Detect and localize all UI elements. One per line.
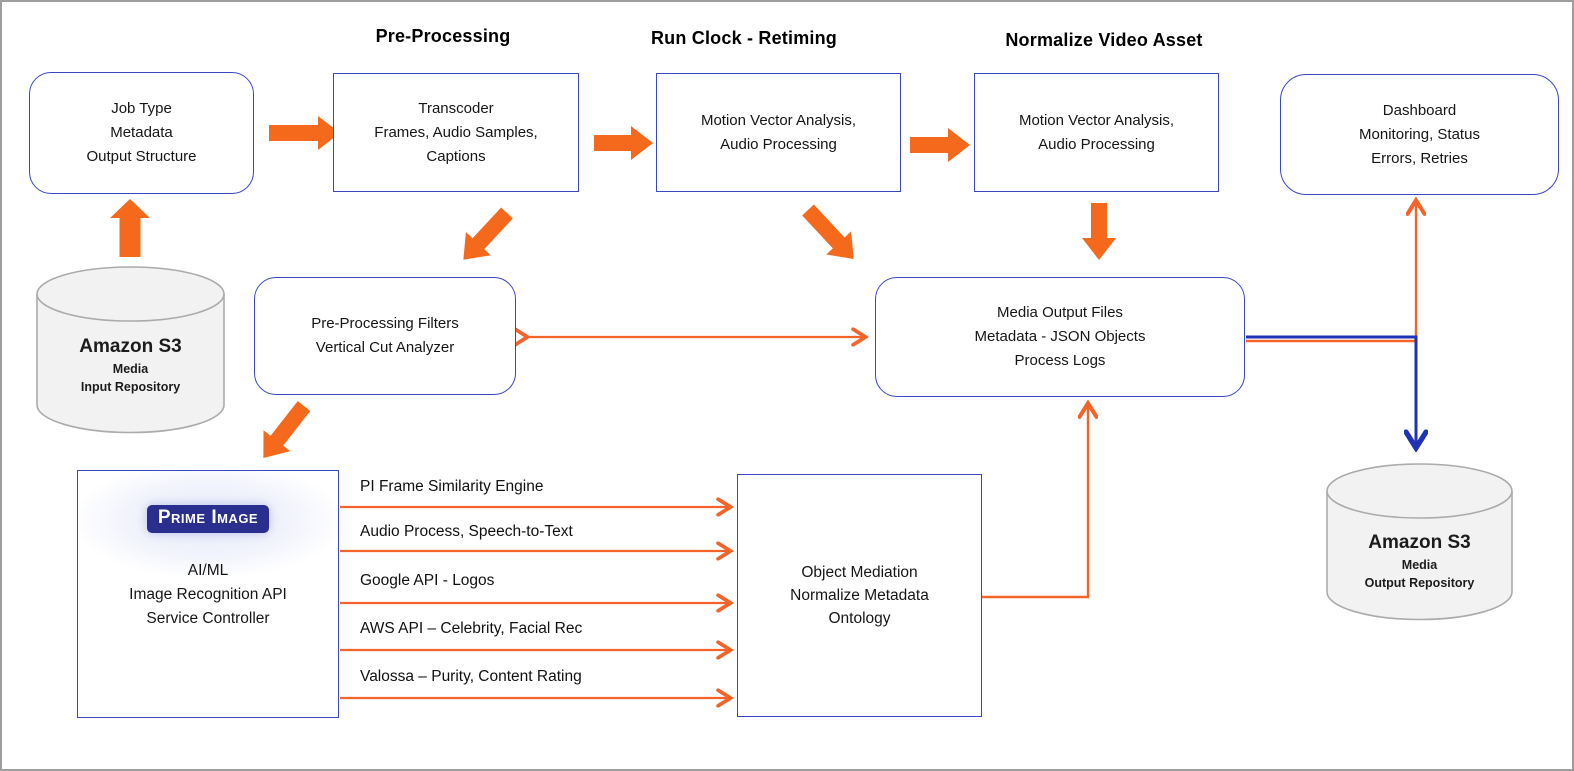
- node-line: Transcoder: [418, 99, 494, 117]
- service-label-valossa: Valossa – Purity, Content Rating: [360, 668, 582, 685]
- header-run-clock-retiming: Run Clock - Retiming: [650, 28, 837, 48]
- arrow-motion-to-mediaoutput: [802, 204, 854, 260]
- service-label-frame-similarity: PI Frame Similarity Engine: [360, 478, 544, 495]
- cylinder-s3-input: Amazon S3 Media Input Repository: [37, 334, 224, 396]
- node-line: Captions: [426, 147, 486, 165]
- node-line: Image Recognition API: [129, 586, 287, 603]
- node-prime-image-controller: Prime Image AI/ML Image Recognition API …: [77, 470, 339, 718]
- node-line: AI/ML: [187, 562, 229, 579]
- arrow-normalize-to-mediaoutput: [1082, 203, 1116, 260]
- prime-image-logo: Prime Image: [146, 505, 270, 533]
- arrow-motion-to-normalize: [910, 128, 970, 162]
- node-line: Normalize Metadata: [790, 587, 929, 604]
- service-label-audio-process: Audio Process, Speech-to-Text: [360, 523, 573, 540]
- s3-input-cylinder-shape: [36, 266, 225, 434]
- node-line: Object Mediation: [801, 564, 918, 581]
- node-line: Ontology: [828, 610, 891, 627]
- cylinder-s3-output: Amazon S3 Media Output Repository: [1327, 530, 1512, 592]
- node-line: Dashboard: [1382, 101, 1457, 119]
- node-line: Media Output Files: [997, 304, 1123, 321]
- node-line: Motion Vector Analysis,: [1018, 111, 1175, 129]
- node-line: Metadata - JSON Objects: [974, 328, 1146, 345]
- node-preprocessing-filters: Pre-Processing Filters Vertical Cut Anal…: [254, 277, 516, 395]
- node-line: Job Type: [111, 100, 172, 117]
- node-motion-vector-normalize: Motion Vector Analysis, Audio Processing: [974, 73, 1219, 192]
- node-job-type: Job Type Metadata Output Structure: [29, 72, 254, 194]
- s3-input-line: Media: [112, 362, 149, 376]
- node-dashboard: Dashboard Monitoring, Status Errors, Ret…: [1280, 74, 1559, 195]
- s3-input-title: Amazon S3: [79, 336, 182, 357]
- connector-mediaoutput-to-dashboard: [1246, 202, 1416, 343]
- node-transcoder: Transcoder Frames, Audio Samples, Captio…: [333, 73, 579, 192]
- node-line: Pre-Processing Filters: [311, 315, 459, 332]
- node-line: Frames, Audio Samples,: [374, 123, 538, 141]
- arrow-preproc-to-primeimage: [263, 401, 311, 459]
- s3-output-cylinder-shape: [1326, 463, 1513, 621]
- header-pre-processing: Pre-Processing: [375, 26, 511, 46]
- service-label-aws-api: AWS API – Celebrity, Facial Rec: [360, 620, 583, 637]
- arrow-transcoder-to-motion: [594, 126, 653, 160]
- s3-input-line: Input Repository: [80, 380, 181, 394]
- arrow-transcoder-to-preproc: [463, 207, 513, 260]
- arrow-jobtype-to-transcoder: [269, 116, 340, 150]
- node-line: Process Logs: [1014, 352, 1106, 369]
- node-line: Audio Processing: [720, 135, 837, 153]
- node-line: Motion Vector Analysis,: [700, 111, 857, 129]
- node-line: Monitoring, Status: [1359, 125, 1480, 143]
- header-normalize-video-asset: Normalize Video Asset: [1005, 30, 1203, 50]
- node-line: Errors, Retries: [1371, 149, 1468, 167]
- s3-output-line: Media: [1401, 558, 1438, 572]
- node-motion-vector-retiming: Motion Vector Analysis, Audio Processing: [656, 73, 901, 192]
- node-line: Output Structure: [86, 148, 197, 165]
- node-line: Metadata: [110, 124, 173, 141]
- node-line: Vertical Cut Analyzer: [315, 339, 455, 356]
- node-media-output-files: Media Output Files Metadata - JSON Objec…: [875, 277, 1245, 397]
- node-line: Service Controller: [146, 610, 270, 627]
- arrow-s3input-to-jobtype: [110, 199, 150, 257]
- s3-output-line: Output Repository: [1364, 576, 1475, 590]
- node-object-mediation: Object Mediation Normalize Metadata Onto…: [737, 474, 982, 717]
- connector-objectmediation-to-mediaoutput: [982, 405, 1088, 599]
- node-line: Audio Processing: [1038, 135, 1155, 153]
- connector-mediaoutput-to-s3output: [1246, 335, 1416, 446]
- s3-output-title: Amazon S3: [1368, 532, 1471, 553]
- service-label-google-api: Google API - Logos: [360, 572, 495, 589]
